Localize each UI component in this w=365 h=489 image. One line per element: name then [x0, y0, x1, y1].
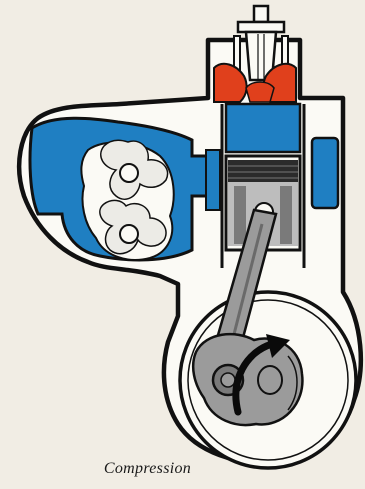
intake-port [206, 150, 220, 210]
crank-pin [258, 366, 282, 394]
compressed-charge [226, 104, 300, 152]
combustion-chamber-center [246, 82, 274, 102]
coolant-jacket-right [312, 138, 338, 208]
diagram-caption: Compression [0, 460, 295, 478]
